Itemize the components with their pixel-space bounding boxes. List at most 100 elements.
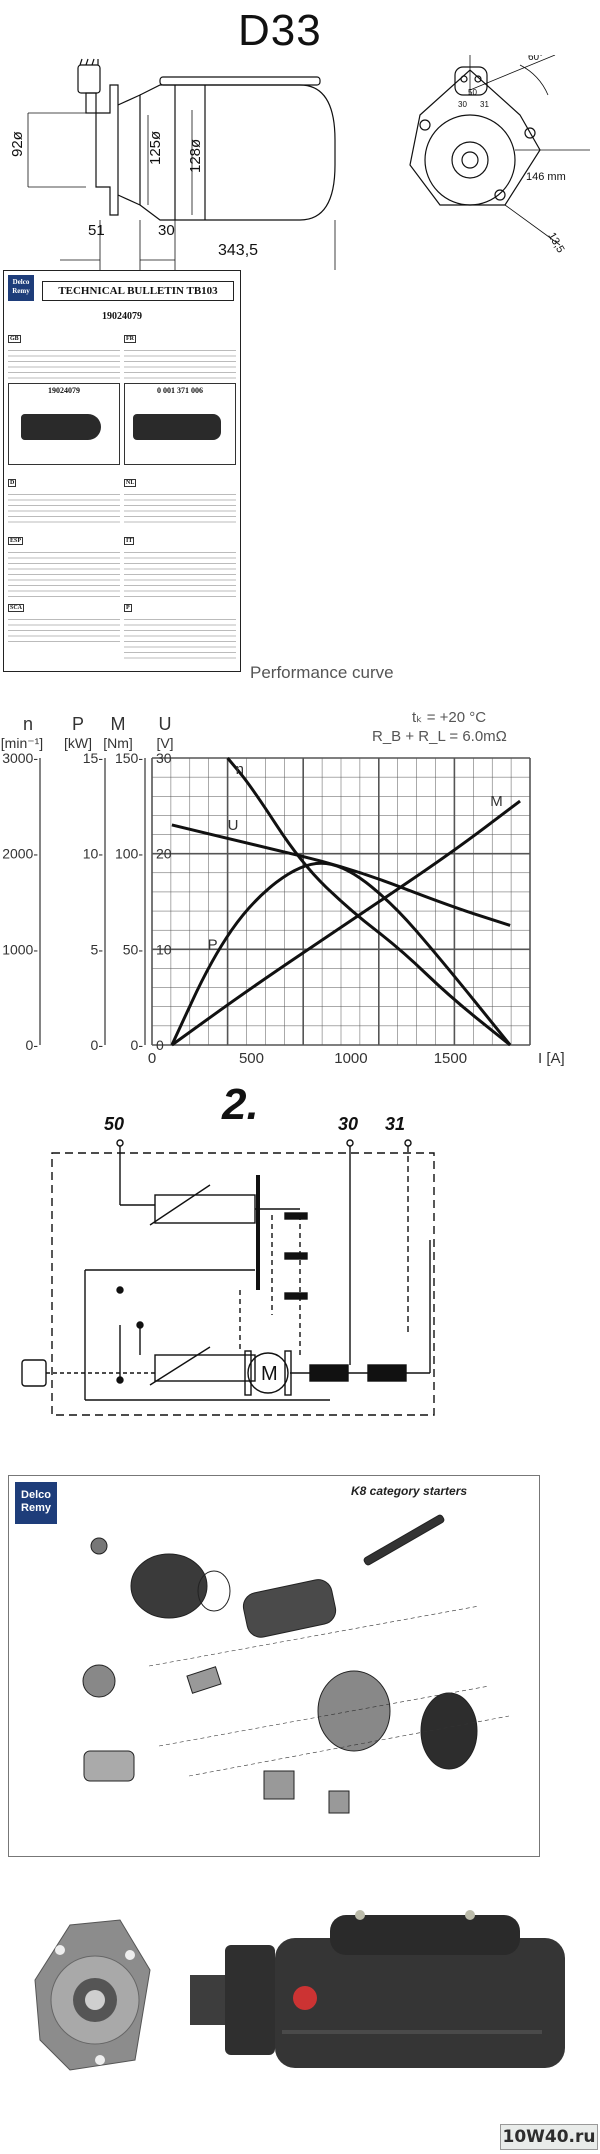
y-tick-label: 2000- xyxy=(2,846,38,862)
photo-box-right: 0 001 371 006 xyxy=(124,383,236,465)
chart-title: Performance curve xyxy=(250,663,394,682)
page-title: D33 xyxy=(238,6,322,55)
motor-body xyxy=(139,84,336,221)
flag-it: IT xyxy=(124,537,135,545)
brush-holder xyxy=(83,1750,135,1782)
housing-boundary xyxy=(51,1152,435,1416)
circuit-title: 2. xyxy=(222,1080,259,1129)
dim-146: 146 mm xyxy=(526,171,566,183)
starter-photo xyxy=(21,414,101,440)
starter-end-photo xyxy=(34,1919,151,2071)
bulletin-text-block xyxy=(8,347,120,385)
flag-gb: GB xyxy=(8,335,21,343)
y-tick-label: 20 xyxy=(156,846,172,862)
solenoid-housing xyxy=(82,1664,116,1698)
y-axis-symbol: M xyxy=(111,714,126,734)
terminal-50-label: 50 xyxy=(468,88,477,97)
y-tick-label: 0- xyxy=(131,1037,144,1053)
y-tick-label: 0 xyxy=(156,1037,164,1053)
dim-60: 60° xyxy=(528,55,543,63)
bulletin-text-block xyxy=(8,491,120,527)
motor-symbol xyxy=(247,1352,289,1394)
bulletin-text-block xyxy=(124,347,236,385)
bulletin-text-block xyxy=(124,549,236,597)
starter-side-photo xyxy=(190,1910,565,2068)
x-tick-label: 1000 xyxy=(334,1050,367,1067)
series-line-U xyxy=(171,823,511,927)
flag-d: D xyxy=(8,479,17,487)
terminal-30-label: 30 xyxy=(338,1115,358,1134)
motor-label: M xyxy=(261,1363,278,1385)
y-tick-label: 50- xyxy=(123,941,144,957)
chart-condition-resistance: R_B + R_L = 6.0mΩ xyxy=(372,728,507,745)
y-tick-label: 15- xyxy=(83,750,104,766)
drive-end-housing xyxy=(130,1553,208,1619)
dim-30: 30 xyxy=(158,222,175,239)
series-line-n xyxy=(226,757,512,1047)
dim-51: 51 xyxy=(88,222,105,239)
x-axis-label: I [A] xyxy=(538,1050,565,1067)
y-tick-label: 150- xyxy=(115,750,143,766)
y-axis-unit: [kW] xyxy=(64,735,92,751)
performance-chart: n[min⁻¹]3000-2000-1000-0-P[kW]15-10-5-0-… xyxy=(1,714,565,1067)
terminal-31-label: 31 xyxy=(385,1115,405,1134)
field-winding xyxy=(367,1364,407,1382)
starter-photo-bottom xyxy=(34,1910,565,2071)
dimension-drawing: 92ø 125ø 128ø 51 30 343,5 60° 50 30 31 1… xyxy=(9,55,590,270)
y-axis-symbol: P xyxy=(72,714,84,734)
end-view xyxy=(409,55,590,246)
bulletin-text-block xyxy=(124,616,236,660)
y-tick-label: 10 xyxy=(156,941,172,957)
flange xyxy=(95,84,119,216)
dim-125: 125ø xyxy=(147,131,164,165)
chart-condition-temp: tₖ = +20 °C xyxy=(412,709,487,726)
flag-sca: SCA xyxy=(8,604,25,612)
terminal-30-label: 30 xyxy=(458,100,467,109)
flag-nl: NL xyxy=(124,479,137,487)
series-label-n: n xyxy=(236,761,244,778)
pinion-gear xyxy=(21,1359,47,1387)
dim-343: 343,5 xyxy=(218,242,258,259)
y-tick-label: 30 xyxy=(156,750,172,766)
terminal-31-label: 31 xyxy=(480,100,489,109)
series-label-P: P xyxy=(208,936,218,953)
circuit-diagram: 50 30 31 xyxy=(21,1115,435,1416)
terminal-50-label: 50 xyxy=(104,1115,124,1134)
bulletin-text-block xyxy=(124,491,236,527)
y-axis-unit: [V] xyxy=(156,735,173,751)
bulletin-part-number: 19024079 xyxy=(102,311,142,322)
flag-fr: FR xyxy=(124,335,136,343)
y-tick-label: 5- xyxy=(91,941,104,957)
solenoid-plunger xyxy=(363,1514,445,1566)
site-watermark: 10W40.ru xyxy=(500,2124,598,2150)
bulletin-text-block xyxy=(8,616,120,646)
y-axis-symbol: U xyxy=(159,714,172,734)
end-cover xyxy=(420,1692,478,1770)
y-axis-unit: [Nm] xyxy=(103,735,133,751)
y-tick-label: 0- xyxy=(91,1037,104,1053)
field-winding xyxy=(309,1364,349,1382)
dim-92: 92ø xyxy=(9,131,26,157)
flag-p: P xyxy=(124,604,132,612)
photo-box-left: 19024079 xyxy=(8,383,120,465)
solenoid xyxy=(330,1915,520,1955)
photo-left-label: 19024079 xyxy=(48,386,80,395)
photo-right-label: 0 001 371 006 xyxy=(157,386,203,395)
x-tick-label: 500 xyxy=(239,1050,264,1067)
series-line-M xyxy=(171,799,521,1047)
series-label-U: U xyxy=(228,817,239,834)
solenoid-coil xyxy=(154,1194,256,1224)
y-axis-symbol: n xyxy=(23,714,33,734)
flag-esp: ESP xyxy=(8,537,24,545)
exploded-diagram xyxy=(82,1514,510,1814)
exploded-title: K8 category starters xyxy=(351,1484,468,1498)
starter-photo xyxy=(133,414,221,440)
y-tick-label: 3000- xyxy=(2,750,38,766)
y-tick-label: 1000- xyxy=(2,941,38,957)
bulletin-text-block xyxy=(8,549,120,597)
y-axis-unit: [min⁻¹] xyxy=(1,735,43,751)
x-tick-label: 0 xyxy=(148,1050,156,1067)
